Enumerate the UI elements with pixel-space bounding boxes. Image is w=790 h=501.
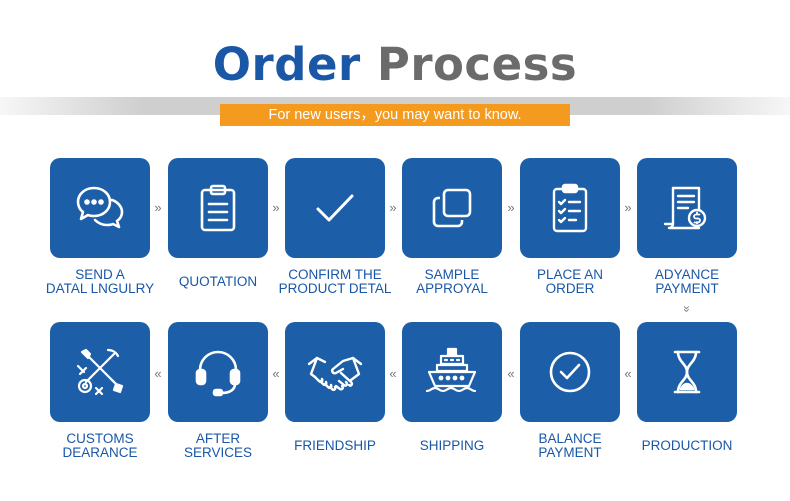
chat-bubbles-icon: [72, 180, 128, 236]
page-title: Order Process: [0, 38, 790, 91]
customs-tools-icon: [70, 342, 130, 402]
step-5-tile: [520, 158, 620, 258]
title-part-1: Order: [212, 38, 361, 91]
step-4-tile: [402, 158, 502, 258]
handshake-icon: [305, 342, 365, 402]
checkmark-icon: [307, 180, 363, 236]
step-11-tile: [168, 322, 268, 422]
arrow-right-3: »: [389, 200, 397, 215]
step-10-label: FRIENDSHIP: [294, 438, 376, 453]
arrow-right-5: »: [624, 200, 632, 215]
arrow-left-4: «: [272, 366, 280, 381]
arrow-left-1: «: [624, 366, 632, 381]
ship-icon: [421, 341, 483, 403]
step-2-label: QUOTATION: [178, 274, 258, 289]
arrow-down: »: [680, 305, 694, 313]
copy-icon: [424, 180, 480, 236]
arrow-left-5: «: [154, 366, 162, 381]
step-9-label: SHIPPING: [419, 438, 485, 453]
step-7-tile: [637, 322, 737, 422]
arrow-left-2: «: [507, 366, 515, 381]
step-3-tile: [285, 158, 385, 258]
step-1-tile: [50, 158, 150, 258]
arrow-right-4: »: [507, 200, 515, 215]
hourglass-icon: [659, 344, 715, 400]
arrow-left-3: «: [389, 366, 397, 381]
arrow-right-2: »: [272, 200, 280, 215]
step-6-tile: [637, 158, 737, 258]
step-9-tile: [402, 322, 502, 422]
arrow-right-1: »: [154, 200, 162, 215]
title-part-2: Process: [376, 38, 578, 91]
checklist-icon: [542, 180, 598, 236]
check-circle-icon: [542, 344, 598, 400]
step-10-tile: [285, 322, 385, 422]
step-7-label: PRODUCTION: [641, 438, 733, 453]
invoice-dollar-icon: [659, 180, 715, 236]
step-12-tile: [50, 322, 150, 422]
clipboard-icon: [190, 180, 246, 236]
headset-icon: [190, 344, 246, 400]
subtitle-banner: For new users，you may want to know.: [220, 104, 570, 126]
step-2-tile: [168, 158, 268, 258]
step-8-tile: [520, 322, 620, 422]
